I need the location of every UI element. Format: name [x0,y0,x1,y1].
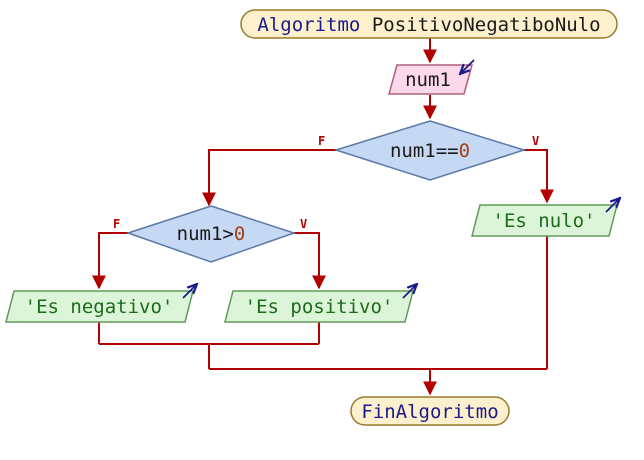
decision2-val: 0 [234,223,245,245]
output-nulo-arrow-icon [605,198,620,213]
output-positivo-text: 'Es positivo' [245,296,394,318]
output-negativo-node[interactable]: 'Es negativo' [5,284,197,323]
output-nulo-node[interactable]: 'Es nulo' [471,198,620,237]
decision2-true-label: V [300,217,307,231]
start-node[interactable]: Algoritmo PositivoNegatiboNulo [240,9,618,39]
svg-text:num1>0: num1>0 [177,223,246,245]
decision2-false-label: F [113,217,120,231]
output-positivo-arrow-icon [402,284,417,299]
decision2-node[interactable]: num1>0 [125,205,297,263]
output-nulo-text: 'Es nulo' [493,210,596,232]
decision1-true-label: V [532,134,539,148]
svg-text:num1==0: num1==0 [390,140,470,162]
decision2-op: > [222,223,233,245]
decision2-var: num1 [177,223,223,245]
connectors [92,38,554,396]
decision1-op: == [436,140,459,162]
arrow-decision2-false [92,232,128,290]
arrow-decision1-true [524,149,554,204]
arrow-decision1-false [202,149,336,207]
end-node[interactable]: FinAlgoritmo [350,396,510,426]
decision1-val: 0 [459,140,470,162]
input-arrow-icon [460,59,475,74]
arrow-decision2-true [294,232,326,290]
input-text: num1 [405,69,451,91]
start-name: PositivoNegatiboNulo [372,14,601,36]
decision1-node[interactable]: num1==0 [333,120,527,181]
decision1-var: num1 [390,140,436,162]
end-text: FinAlgoritmo [361,401,498,423]
start-keyword: Algoritmo [257,14,360,36]
svg-text:Algoritmo PositivoNegatiboNulo: Algoritmo PositivoNegatiboNulo [257,14,600,36]
output-negativo-text: 'Es negativo' [25,296,174,318]
output-positivo-node[interactable]: 'Es positivo' [224,284,417,323]
input-node[interactable]: num1 [388,59,475,95]
output-negativo-arrow-icon [182,284,197,299]
decision1-false-label: F [318,134,325,148]
